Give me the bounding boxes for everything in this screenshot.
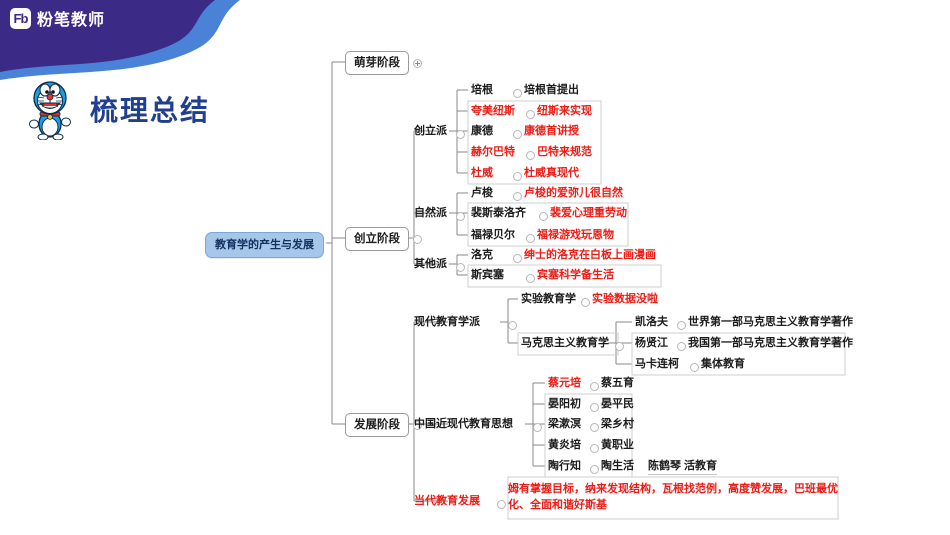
leaf-person[interactable]: 培根	[471, 84, 493, 96]
doraemon-mascot-icon	[29, 81, 71, 140]
collapse-toggle-dangdaijiaoyufazhan[interactable]	[497, 500, 506, 509]
leaf-note[interactable]: 卢梭的爱弥儿很自然	[524, 187, 623, 199]
group-label-chuanglipai[interactable]: 创立派	[414, 125, 447, 137]
collapse-toggle-zhongguojinxiandaijiaoyusixiang[interactable]	[533, 423, 542, 432]
leaf-note[interactable]: 康德首讲授	[524, 125, 579, 137]
leaf-toggle[interactable]	[590, 444, 599, 453]
collapse-toggle-qitapai[interactable]	[456, 263, 465, 272]
leaf-toggle[interactable]	[513, 89, 522, 98]
leaf-note[interactable]: 黄职业	[601, 439, 634, 451]
leaf-toggle[interactable]	[513, 254, 522, 263]
leaf-toggle[interactable]	[513, 192, 522, 201]
leaf-person[interactable]: 凯洛夫	[635, 316, 668, 328]
collapse-toggle-stage-2[interactable]	[413, 235, 422, 244]
group-label-makesizhuyijiaoyuxue[interactable]: 马克思主义教育学	[521, 337, 609, 349]
leaf-note[interactable]: 绅士的洛克在白板上画漫画	[524, 249, 656, 261]
leaf-note-chenheqin[interactable]: 陈鹤琴 活教育	[648, 459, 718, 475]
mindmap-root-node[interactable]: 教育学的产生与发展	[205, 232, 324, 258]
leaf-note[interactable]: 纽斯来实现	[537, 105, 592, 117]
leaf-note[interactable]: 福禄游戏玩恩物	[537, 229, 614, 241]
title-row: 梳理总结	[24, 78, 210, 140]
brand-logo: Fb 粉笔教师	[10, 6, 105, 30]
collapse-toggle-ziranpai[interactable]	[456, 212, 465, 221]
leaf-toggle[interactable]	[539, 212, 548, 221]
leaf-person[interactable]: 黄炎培	[548, 439, 581, 451]
leaf-person[interactable]: 晏阳初	[548, 398, 581, 410]
leaf-person[interactable]: 蔡元培	[548, 377, 581, 389]
leaf-toggle[interactable]	[581, 298, 590, 307]
group-label-qitapai[interactable]: 其他派	[414, 258, 447, 270]
group-label-dangdaijiaoyufazhan[interactable]: 当代教育发展	[414, 495, 480, 507]
leaf-person[interactable]: 洛克	[471, 249, 493, 261]
leaf-toggle[interactable]	[526, 234, 535, 243]
stage-node-1[interactable]: 萌芽阶段	[345, 51, 409, 75]
leaf-person[interactable]: 夸美纽斯	[471, 105, 515, 117]
leaf-note[interactable]: 晏平民	[601, 398, 634, 410]
leaf-person[interactable]: 实验教育学	[521, 293, 576, 305]
leaf-note[interactable]: 我国第一部马克思主义教育学著作	[688, 337, 853, 349]
leaf-person[interactable]: 赫尔巴特	[471, 146, 515, 158]
leaf-note[interactable]: 蔡五育	[601, 377, 634, 389]
leaf-toggle[interactable]	[590, 465, 599, 474]
leaf-person[interactable]: 裴斯泰洛齐	[471, 207, 526, 219]
leaf-person[interactable]: 马卡连柯	[635, 358, 679, 370]
leaf-person[interactable]: 福禄贝尔	[471, 229, 515, 241]
collapse-toggle-xiandaijiaoyuxuepai[interactable]	[508, 321, 517, 330]
collapse-toggle-chuanglipai[interactable]	[456, 130, 465, 139]
collapse-toggle-stage-3[interactable]	[413, 421, 422, 430]
leaf-person[interactable]: 杜威	[471, 167, 493, 179]
page-title: 梳理总结	[90, 95, 211, 126]
leaf-toggle[interactable]	[526, 110, 535, 119]
group-label-xiandaijiaoyuxuepai[interactable]: 现代教育学派	[414, 316, 480, 328]
leaf-toggle[interactable]	[590, 382, 599, 391]
leaf-note[interactable]: 宾塞科学备生活	[537, 269, 614, 281]
leaf-toggle[interactable]	[677, 321, 686, 330]
group-label-zhongguojinxiandaijiaoyusixiang[interactable]: 中国近现代教育思想	[414, 418, 513, 430]
leaf-toggle[interactable]	[513, 130, 522, 139]
leaf-person[interactable]: 卢梭	[471, 187, 493, 199]
leaf-note[interactable]: 陶生活	[601, 460, 634, 472]
brand-logo-text: 粉笔教师	[37, 12, 106, 29]
leaf-toggle[interactable]	[526, 151, 535, 160]
leaf-toggle[interactable]	[590, 423, 599, 432]
stage-node-2[interactable]: 创立阶段	[345, 227, 409, 251]
leaf-toggle[interactable]	[526, 274, 535, 283]
brand-logo-mark: Fb	[10, 7, 31, 29]
leaf-person[interactable]: 杨贤江	[635, 337, 668, 349]
leaf-person[interactable]: 斯宾塞	[471, 269, 504, 281]
leaf-person[interactable]: 梁漱溟	[548, 418, 581, 430]
summary-dangdaijiaoyufazhan[interactable]: 姆有掌握目标，纳来发现结构，瓦根找范例，高度赞发展，巴班最优化、全面和谐好斯基	[508, 483, 838, 511]
leaf-person[interactable]: 陶行知	[548, 460, 581, 472]
leaf-note[interactable]: 世界第一部马克思主义教育学著作	[688, 316, 853, 328]
leaf-note[interactable]: 梁乡村	[601, 418, 634, 430]
expand-toggle-stage-1[interactable]	[413, 59, 422, 68]
collapse-toggle-makesizhuyijiaoyuxue[interactable]	[615, 342, 624, 351]
leaf-toggle[interactable]	[677, 342, 686, 351]
leaf-toggle[interactable]	[513, 172, 522, 181]
leaf-toggle[interactable]	[690, 363, 699, 372]
group-label-ziranpai[interactable]: 自然派	[414, 207, 447, 219]
leaf-note[interactable]: 裴爱心理重劳动	[550, 207, 627, 219]
leaf-note[interactable]: 杜威真现代	[524, 167, 579, 179]
leaf-person[interactable]: 康德	[471, 125, 493, 137]
leaf-note[interactable]: 集体教育	[701, 358, 745, 370]
stage-node-3[interactable]: 发展阶段	[345, 413, 409, 437]
leaf-note[interactable]: 培根首提出	[524, 84, 579, 96]
leaf-note[interactable]: 实验数据没啦	[592, 293, 658, 305]
leaf-toggle[interactable]	[590, 403, 599, 412]
leaf-note[interactable]: 巴特来规范	[537, 146, 592, 158]
